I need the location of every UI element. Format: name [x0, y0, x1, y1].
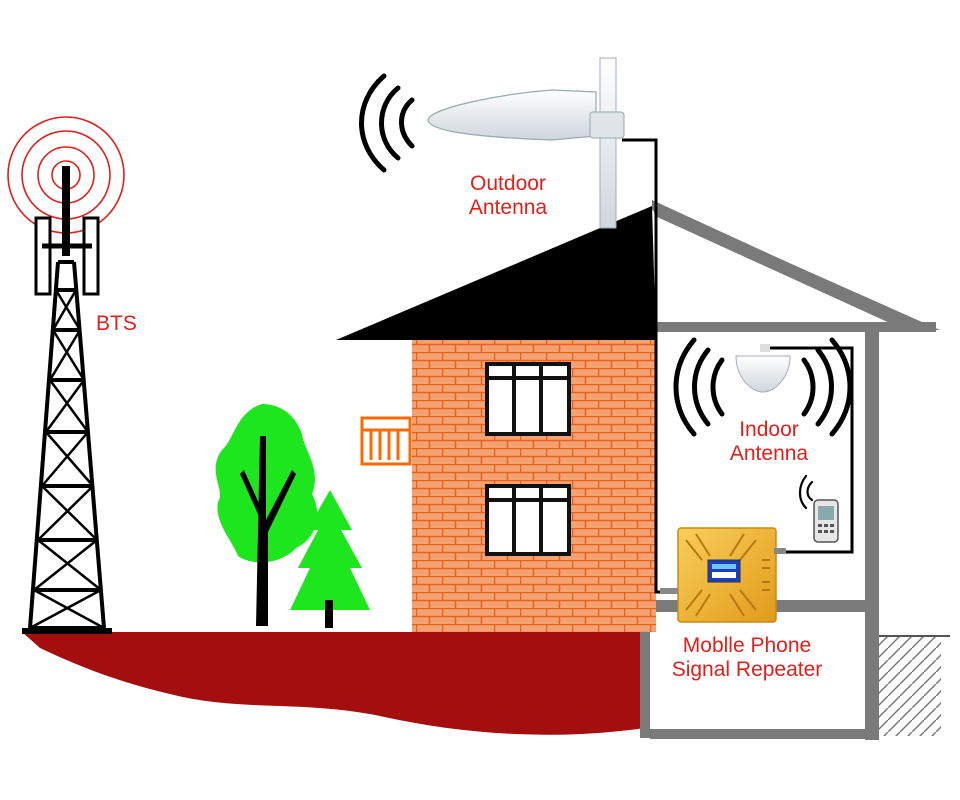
underground-hatch — [879, 635, 950, 736]
mobile-phone-icon — [798, 474, 839, 543]
window-top — [485, 362, 571, 436]
indoor-antenna-label-line1: Indoor — [739, 418, 799, 441]
outdoor-antenna-label-line1: Outdoor — [470, 172, 546, 195]
ground — [22, 632, 645, 735]
outdoor-antenna-label-line2: Antenna — [468, 196, 548, 219]
repeater-label-line1: Moblle Phone — [682, 634, 812, 657]
window-bottom — [485, 484, 571, 556]
repeater-label-line2: Signal Repeater — [671, 658, 823, 681]
repeater-icon — [660, 527, 786, 623]
outdoor-antenna-icon — [359, 57, 625, 229]
indoor-antenna-icon — [673, 337, 853, 437]
pine-tree-icon — [290, 490, 370, 628]
tree-icon — [215, 404, 318, 626]
bts-tower-icon — [7, 116, 125, 634]
indoor-antenna-label: Indoor Antenna — [704, 418, 834, 466]
indoor-cable — [770, 346, 854, 554]
bts-label-text: BTS — [96, 312, 137, 335]
outdoor-antenna-label: Outdoor Antenna — [446, 172, 570, 220]
indoor-antenna-label-line2: Antenna — [729, 442, 809, 465]
roof — [336, 206, 656, 340]
balcony-icon — [360, 416, 412, 466]
bts-label: BTS — [96, 312, 137, 336]
repeater-label: Moblle Phone Signal Repeater — [640, 634, 854, 682]
